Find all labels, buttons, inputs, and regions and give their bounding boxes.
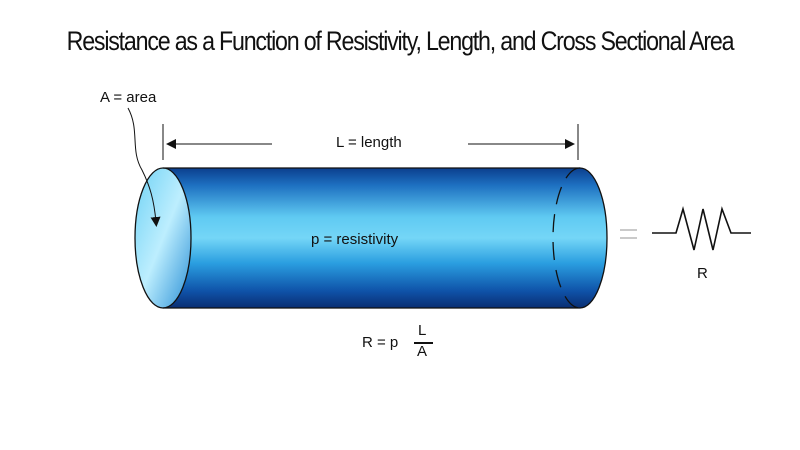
area-label: A = area — [100, 89, 157, 106]
resistivity-label: p = resistivity — [311, 231, 399, 248]
formula-numerator: L — [418, 322, 427, 339]
formula-lhs: R = p — [362, 334, 399, 351]
length-label: L = length — [336, 134, 402, 151]
conductor-cylinder — [163, 168, 607, 308]
formula-denominator: A — [417, 343, 428, 360]
cross-section-cap — [135, 168, 191, 308]
cylinder-right-end — [579, 167, 608, 309]
cylinder-hidden-edge — [552, 167, 581, 309]
area-pointer-arrow — [127, 107, 161, 227]
cross-section-back — [134, 167, 164, 309]
resistor-symbol — [652, 206, 751, 251]
diagram-title: Resistance as a Function of Resistivity,… — [66, 26, 735, 56]
cross-section-outline — [162, 167, 192, 309]
formula-fraction-bar — [414, 342, 433, 344]
resistor-label: R — [697, 265, 708, 282]
